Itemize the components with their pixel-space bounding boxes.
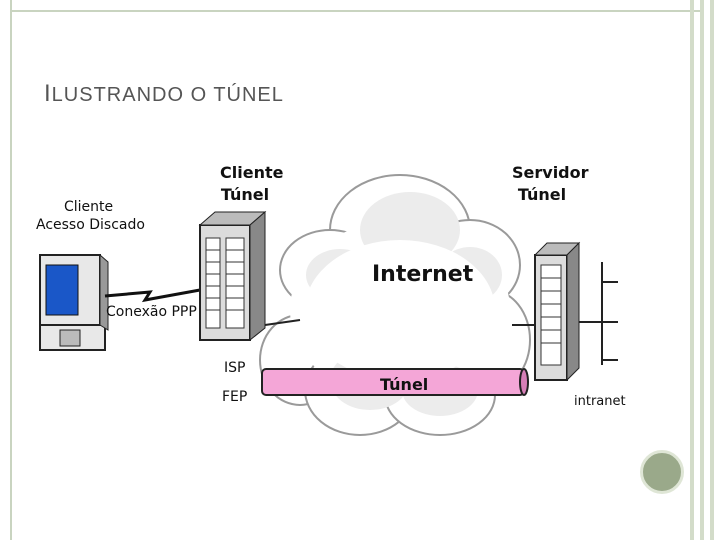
frame-line-left <box>10 0 12 540</box>
intranet-network-lines <box>579 262 618 365</box>
label-client-tunnel-line1: Cliente <box>220 163 284 182</box>
isp-link-line <box>264 319 301 326</box>
decorative-circle <box>640 450 684 494</box>
label-tunnel: Túnel <box>380 375 429 394</box>
label-internet: Internet <box>372 262 474 287</box>
label-server-tunnel-line1: Servidor <box>512 163 589 182</box>
label-client-dialup-line2: Acesso Discado <box>36 217 145 233</box>
right-rail-1 <box>690 0 694 540</box>
label-client-dialup: Cliente Acesso Discado <box>36 198 145 234</box>
label-client-tunnel-line2: Túnel <box>220 185 270 204</box>
label-server-tunnel-line2: Túnel <box>517 185 567 204</box>
label-fep: FEP <box>222 389 248 405</box>
server-tunnel-icon <box>533 241 581 382</box>
right-rail-2 <box>700 0 704 540</box>
ppp-connection-line <box>104 288 201 303</box>
tunnel-pipe <box>261 368 529 396</box>
client-tunnel-server-icon <box>198 210 267 342</box>
right-rail-3 <box>710 0 714 540</box>
dialup-computer-icon <box>39 253 109 351</box>
label-ppp-connection: Conexão PPP <box>106 304 197 320</box>
label-client-tunnel: Cliente Túnel <box>220 162 284 206</box>
label-client-dialup-line1: Cliente <box>64 199 114 215</box>
slide-title: ILUSTRANDO O TÚNEL <box>44 80 284 108</box>
slide-title-rest: LUSTRANDO O TÚNEL <box>51 84 284 106</box>
label-server-tunnel: Servidor Túnel <box>512 162 589 206</box>
label-intranet: intranet <box>574 394 626 409</box>
slide-title-initial: I <box>44 80 52 107</box>
frame-line-top <box>10 10 700 12</box>
label-isp: ISP <box>224 360 246 376</box>
